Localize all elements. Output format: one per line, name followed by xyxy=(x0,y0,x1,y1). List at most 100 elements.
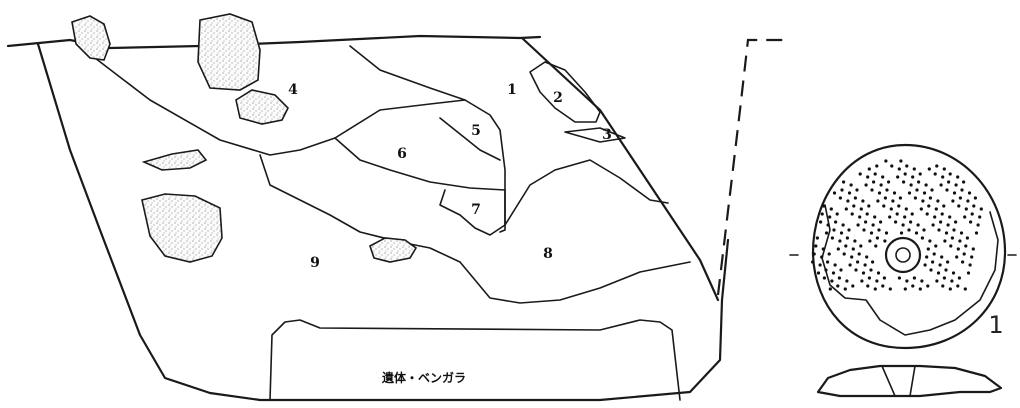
disc-dot xyxy=(931,223,935,227)
disc-dot xyxy=(842,252,846,256)
disc-dot xyxy=(826,223,830,227)
disc-dot xyxy=(841,223,845,227)
disc-dot xyxy=(868,239,872,243)
disc-dot xyxy=(824,268,828,272)
disc-dot xyxy=(943,239,947,243)
disc-dot xyxy=(932,252,936,256)
disc-dot xyxy=(858,215,862,219)
disc-dot xyxy=(851,284,855,288)
disc-dot xyxy=(873,287,877,291)
disc-dot xyxy=(838,196,843,200)
disc-dot xyxy=(946,223,950,227)
disc-dot xyxy=(968,263,972,267)
disc-dot xyxy=(826,260,830,264)
disc-perforation-inner xyxy=(895,247,911,263)
disc-dot xyxy=(866,175,870,179)
disc-dot xyxy=(946,260,950,264)
disc-dot xyxy=(941,175,945,179)
disc-dot xyxy=(937,228,941,232)
disc-dot xyxy=(814,244,818,248)
disc-dot xyxy=(898,196,903,200)
disc-dot xyxy=(848,263,852,267)
disc-dot xyxy=(913,196,918,200)
disc-dot xyxy=(854,268,858,272)
disc-dot xyxy=(819,220,823,224)
disc-dot xyxy=(930,188,934,192)
disc-dot xyxy=(838,239,842,243)
disc-dot xyxy=(940,212,944,216)
layer-label-3: 3 xyxy=(602,127,612,143)
disc-dot xyxy=(820,255,824,259)
disc-dot xyxy=(837,276,842,280)
disc-dot xyxy=(927,167,931,171)
disc-dot xyxy=(856,223,860,227)
disc-dot xyxy=(882,204,886,208)
disc-dot xyxy=(824,231,829,235)
disc-dot xyxy=(877,191,882,195)
disc-dot xyxy=(889,207,893,211)
disc-dot xyxy=(967,191,972,195)
disc-dot xyxy=(891,199,895,203)
disc-dot xyxy=(942,276,947,280)
disc-dot xyxy=(885,188,889,192)
layer-label-2: 2 xyxy=(553,90,563,106)
disc-dot xyxy=(979,207,983,211)
disc-dot xyxy=(871,260,875,264)
disc-dot xyxy=(881,284,885,288)
disc-dot xyxy=(901,223,905,227)
disc-dot xyxy=(925,212,929,216)
disc-dot xyxy=(822,204,826,208)
disc-dot xyxy=(822,276,827,280)
disc-dot xyxy=(965,236,970,240)
artifact-drawing: 1 xyxy=(789,143,1017,398)
disc-dot xyxy=(839,231,844,235)
disc-dot xyxy=(871,223,875,227)
disc-outline xyxy=(811,143,1007,350)
disc-dot xyxy=(903,215,907,219)
disc-dot xyxy=(844,244,848,248)
disc-dot xyxy=(950,236,955,240)
stone-top-large xyxy=(197,13,261,91)
disc-dot xyxy=(958,239,962,243)
disc-dot xyxy=(952,191,957,195)
disc-dot xyxy=(954,220,958,224)
layer-9-top-boundary xyxy=(259,154,691,304)
disc-dot xyxy=(964,207,968,211)
disc-dot xyxy=(892,191,897,195)
disc-dot xyxy=(942,167,946,171)
disc-dot xyxy=(876,271,881,275)
disc-dot xyxy=(944,231,949,235)
disc-dot xyxy=(917,180,921,184)
disc-dot xyxy=(899,159,903,163)
stone-left-elongated xyxy=(141,149,208,171)
disc-dot xyxy=(858,172,862,176)
disc-dot xyxy=(909,220,913,224)
burial-outline xyxy=(269,319,681,401)
disc-dot xyxy=(936,199,940,203)
disc-dot xyxy=(879,183,883,187)
disc-dot xyxy=(818,263,822,267)
disc-dot xyxy=(829,207,833,211)
disc-dot xyxy=(855,188,859,192)
cross-section-divider-2 xyxy=(909,365,916,397)
disc-dot xyxy=(935,164,939,168)
disc-dot xyxy=(866,284,870,288)
disc-dot xyxy=(955,255,959,259)
disc-dot xyxy=(859,207,863,211)
disc-dot xyxy=(897,167,901,171)
disc-dot xyxy=(942,204,946,208)
disc-dot xyxy=(879,220,883,224)
disc-dot xyxy=(914,231,919,235)
disc-dot xyxy=(831,271,836,275)
disc-dot xyxy=(853,239,857,243)
disc-dot xyxy=(962,252,966,256)
disc-dot xyxy=(847,191,852,195)
disc-dot xyxy=(840,188,844,192)
disc-dot xyxy=(963,215,967,219)
disc-dot xyxy=(925,255,929,259)
disc-dot xyxy=(820,212,824,216)
disc-dot xyxy=(960,188,964,192)
disc-dot xyxy=(821,247,825,251)
disc-dot xyxy=(836,284,840,288)
disc-dot xyxy=(836,247,840,251)
